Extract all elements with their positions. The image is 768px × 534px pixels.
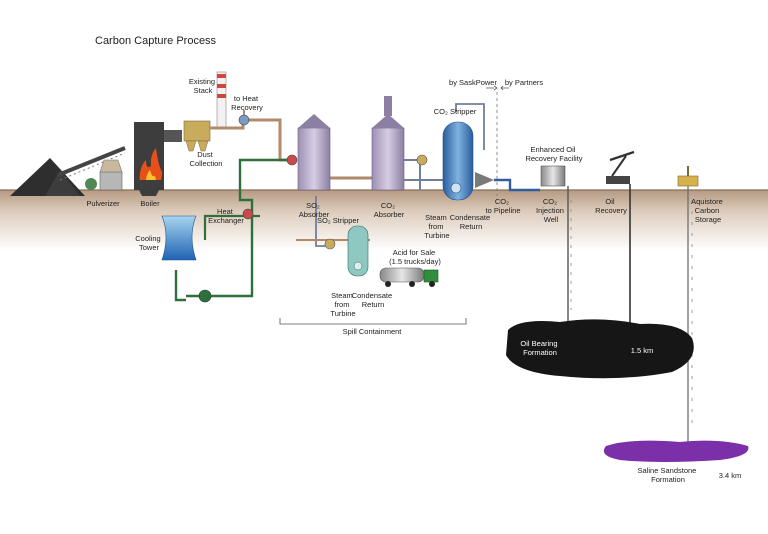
heat-exchanger-icon	[242, 208, 254, 220]
boiler-fire	[139, 148, 162, 186]
label-aquistore: Aquistore Carbon Storage	[691, 197, 725, 224]
label-oil-formation: Oil Bearing Formation	[520, 339, 559, 357]
co2-stripper	[442, 121, 474, 201]
label-cooling-tower: Cooling Tower	[135, 234, 163, 252]
cooling-tower	[161, 215, 197, 261]
label-acid-for-sale: Acid for Sale (1.5 trucks/day)	[389, 248, 441, 266]
stack-band-2	[217, 84, 226, 88]
so2-reboiler	[353, 261, 363, 271]
boiler-base	[134, 180, 164, 196]
coal-conveyor	[57, 146, 126, 177]
pulverizer	[99, 171, 123, 191]
label-steam-turbine-right: Steam from Turbine	[424, 213, 449, 240]
label-co2-absorber: CO₂ Absorber	[374, 201, 405, 219]
co2-absorber-top	[372, 114, 404, 128]
oil-bearing-formation	[506, 319, 694, 379]
boiler-duct	[164, 130, 182, 142]
arrow-saskpower-icon	[486, 85, 498, 91]
label-oil-depth: 1.5 km	[631, 346, 654, 355]
stack-band-3	[217, 94, 226, 98]
spill-containment-bracket	[279, 318, 467, 325]
pulverizer-hopper	[99, 159, 123, 173]
exchanger-pipe	[203, 214, 260, 240]
label-boiler: Boiler	[140, 199, 160, 208]
label-dust-collection: Dust Collection	[190, 150, 223, 168]
label-co2-pipeline: CO₂ to Pipeline	[485, 197, 520, 215]
arrow-partners-icon	[500, 85, 509, 91]
label-saline-formation: Saline Sandstone Formation	[638, 466, 699, 484]
aquistore-wellhead	[677, 175, 699, 187]
cooling-return-pipe	[174, 270, 186, 302]
page-title: Carbon Capture Process	[95, 35, 217, 47]
label-to-heat-recovery: to Heat Recovery	[231, 94, 263, 112]
truck-wheel-1	[385, 281, 391, 287]
acid-tanker	[379, 267, 425, 283]
label-condensate-left: Condensate Return	[352, 291, 395, 309]
saline-sandstone-formation	[603, 440, 749, 462]
dust-hopper-2	[197, 140, 209, 152]
label-so2-absorber: SO₂ Absorber	[299, 201, 330, 219]
label-spill-containment: Spill Containment	[343, 327, 403, 336]
co2-solvent-line	[404, 159, 421, 190]
pump-jack-beam	[609, 150, 635, 162]
pulverizer-motor	[85, 178, 97, 190]
truck-wheel-3	[429, 281, 435, 287]
label-by-partners: by Partners	[505, 78, 544, 87]
heat-recovery-valve	[238, 114, 250, 126]
flue-heat-exchanger-icon	[286, 154, 298, 166]
coal-pile-front	[45, 170, 80, 196]
co2-compressor	[475, 172, 494, 188]
label-pulverizer: Pulverizer	[86, 199, 120, 208]
label-saline-depth: 3.4 km	[719, 471, 742, 480]
stack-band-1	[217, 74, 226, 78]
co2-pipeline	[494, 178, 540, 192]
label-oil-recovery: Oil Recovery	[595, 197, 627, 215]
label-co2-stripper: CO₂ Stripper	[434, 107, 477, 116]
label-so2-stripper: SO₂ Stripper	[317, 216, 360, 225]
pump-jack-base	[606, 176, 630, 184]
label-condensate-right: Condensate Return	[450, 213, 493, 231]
ground-band	[0, 190, 768, 250]
existing-stack	[216, 71, 227, 129]
label-by-saskpower: by SaskPower	[449, 78, 497, 87]
eor-facility	[540, 165, 566, 187]
label-heat-exchanger: Heat Exchanger	[208, 207, 244, 225]
so2-exchanger-icon	[324, 238, 336, 250]
co2-absorber-stack	[384, 96, 392, 116]
truck-wheel-2	[409, 281, 415, 287]
truck-cab	[423, 269, 439, 283]
pump-jack-beam-post	[611, 155, 627, 177]
label-steam-turbine-left: Steam from Turbine	[330, 291, 355, 318]
cooling-pump	[198, 289, 212, 303]
so2-absorber-top	[298, 114, 330, 128]
conveyor-rail	[59, 152, 126, 181]
co2-exchanger-icon	[416, 154, 428, 166]
label-co2-injection: CO₂ Injection Well	[536, 197, 566, 224]
dust-hopper-1	[185, 140, 197, 152]
co2-absorber	[371, 127, 405, 191]
co2-overhead-line	[455, 103, 485, 150]
so2-stripper	[347, 225, 369, 277]
dust-collector	[183, 120, 211, 142]
label-existing-stack: Existing Stack	[189, 77, 217, 95]
so2-absorber	[297, 127, 331, 191]
label-enhanced-oil: Enhanced Oil Recovery Facility	[525, 145, 582, 163]
steam-pipe-main	[186, 158, 292, 298]
co2-reboiler	[450, 182, 462, 194]
